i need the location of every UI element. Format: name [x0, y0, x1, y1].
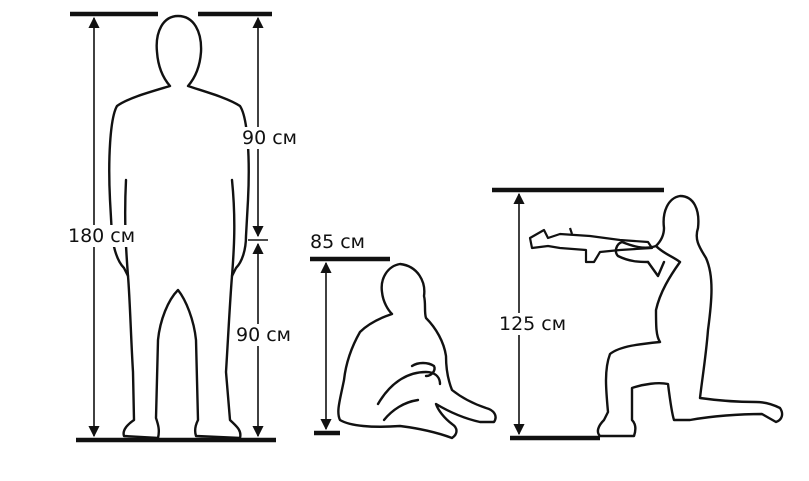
- standing-total-height-label: 180 см: [66, 225, 138, 247]
- standing-lower-height-label: 90 см: [234, 324, 293, 346]
- kneeling-figure: [596, 194, 784, 438]
- sitting-figure: [337, 262, 497, 440]
- sitting-height-label: 85 см: [310, 231, 365, 253]
- kneeling-height-label: 125 см: [497, 313, 569, 335]
- rifle-icon: [528, 227, 654, 264]
- standing-upper-height-label: 90 см: [240, 127, 299, 149]
